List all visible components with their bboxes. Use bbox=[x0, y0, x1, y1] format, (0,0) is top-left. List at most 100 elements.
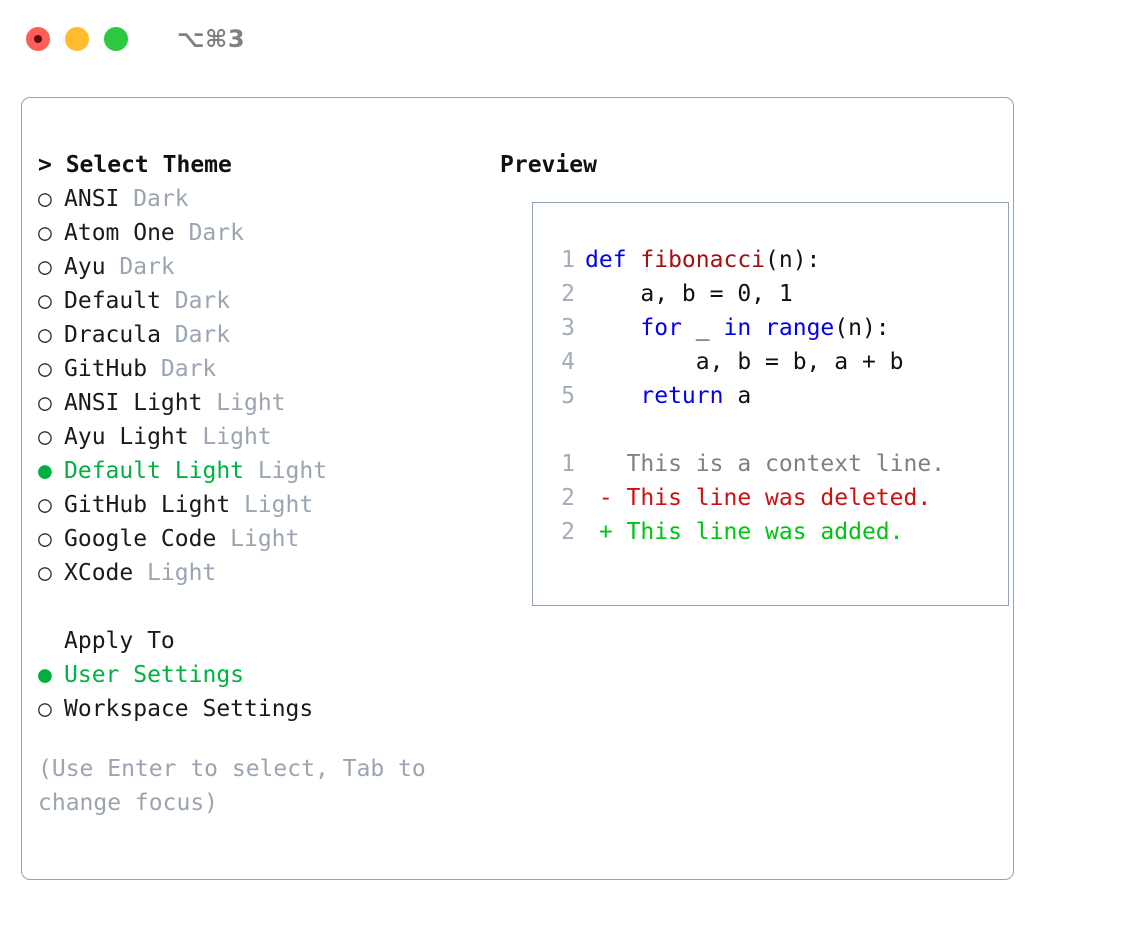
theme-name-label: Default Light bbox=[64, 458, 245, 484]
code-line-text: - This line was deleted. bbox=[585, 481, 931, 515]
maximize-button[interactable] bbox=[104, 27, 128, 51]
code-line: 4 a, b = b, a + b bbox=[547, 345, 945, 379]
theme-name-label: Ayu bbox=[64, 254, 106, 280]
radio-unselected-icon[interactable]: ○ bbox=[38, 696, 52, 722]
apply-to-item[interactable]: ● User Settings bbox=[38, 658, 478, 692]
theme-name-label: Atom One bbox=[64, 220, 175, 246]
radio-selected-icon[interactable]: ● bbox=[38, 458, 52, 484]
apply-to-label: User Settings bbox=[64, 662, 245, 688]
theme-name-label: GitHub Light bbox=[64, 492, 231, 518]
theme-list-item[interactable]: ○ ANSI Light Light bbox=[38, 386, 478, 420]
code-line-text: def fibonacci(n): bbox=[585, 243, 820, 277]
code-token-plain: _ bbox=[681, 315, 724, 341]
keyboard-shortcut-label: ⌥⌘3 bbox=[177, 25, 246, 53]
hint-spacer bbox=[38, 726, 478, 752]
preview-header: Preview bbox=[500, 152, 597, 178]
code-token-kw: for bbox=[640, 315, 682, 341]
code-line: 2 + This line was added. bbox=[547, 515, 945, 549]
line-number: 2 bbox=[561, 485, 575, 511]
line-number: 5 bbox=[561, 383, 575, 409]
theme-variant-label: Light bbox=[216, 390, 286, 416]
window-controls bbox=[26, 27, 128, 51]
code-token-plain bbox=[585, 315, 640, 341]
code-token-del: - This line was deleted. bbox=[585, 485, 932, 511]
code-token-ctx: This is a context line. bbox=[585, 451, 946, 477]
theme-name-label: ANSI Light bbox=[64, 390, 203, 416]
line-number: 1 bbox=[561, 451, 575, 477]
theme-variant-label: Light bbox=[257, 458, 328, 484]
code-token-plain bbox=[585, 383, 640, 409]
radio-unselected-icon[interactable]: ○ bbox=[38, 220, 52, 246]
radio-unselected-icon[interactable]: ○ bbox=[38, 288, 52, 314]
theme-name-label: Ayu Light bbox=[64, 424, 189, 450]
code-line-text: a, b = 0, 1 bbox=[585, 277, 793, 311]
radio-unselected-icon[interactable]: ○ bbox=[38, 254, 52, 280]
theme-name-label: ANSI bbox=[64, 186, 120, 212]
code-token-plain bbox=[585, 417, 599, 443]
radio-unselected-icon[interactable]: ○ bbox=[38, 322, 52, 348]
theme-list-item[interactable]: ○ ANSI Dark bbox=[38, 182, 478, 216]
theme-list-item[interactable]: ○ Atom One Dark bbox=[38, 216, 478, 250]
line-number: 2 bbox=[561, 281, 575, 307]
code-token-plain: a, b = 0, 1 bbox=[585, 281, 793, 307]
code-line-text: return a bbox=[585, 379, 751, 413]
theme-name-label: XCode bbox=[64, 560, 134, 586]
select-theme-header: > Select Theme bbox=[38, 152, 232, 178]
theme-variant-label: Dark bbox=[174, 288, 231, 314]
code-token-fn: fibonacci bbox=[640, 247, 766, 273]
code-line: 2 - This line was deleted. bbox=[547, 481, 945, 515]
code-line-text bbox=[585, 413, 599, 447]
apply-to-label: Workspace Settings bbox=[64, 696, 314, 722]
minimize-button[interactable] bbox=[65, 27, 89, 51]
radio-unselected-icon[interactable]: ○ bbox=[38, 186, 52, 212]
line-number: 2 bbox=[561, 519, 575, 545]
radio-unselected-icon[interactable]: ○ bbox=[38, 492, 52, 518]
theme-list-item[interactable]: ○ Ayu Light Light bbox=[38, 420, 478, 454]
code-line: 2 a, b = 0, 1 bbox=[547, 277, 945, 311]
line-number: 4 bbox=[561, 349, 575, 375]
apply-to-header: Apply To bbox=[64, 628, 175, 654]
theme-variant-label: Dark bbox=[119, 254, 175, 280]
theme-variant-label: Dark bbox=[188, 220, 244, 246]
code-token-kw: def bbox=[585, 247, 641, 273]
window-titlebar: ⌥⌘3 bbox=[0, 0, 1140, 78]
close-button[interactable] bbox=[26, 27, 50, 51]
code-token-plain: (n): bbox=[834, 315, 890, 341]
theme-list-item[interactable]: ● Default Light Light bbox=[38, 454, 478, 488]
apply-to-list[interactable]: ● User Settings ○ Workspace Settings bbox=[38, 658, 478, 726]
code-line: 5 return a bbox=[547, 379, 945, 413]
theme-list-item[interactable]: ○ Ayu Dark bbox=[38, 250, 478, 284]
theme-variant-label: Dark bbox=[174, 322, 231, 348]
code-token-kw: in range bbox=[723, 315, 835, 341]
radio-unselected-icon[interactable]: ○ bbox=[38, 356, 52, 382]
radio-unselected-icon[interactable]: ○ bbox=[38, 526, 52, 552]
code-line-text: + This line was added. bbox=[585, 515, 904, 549]
code-line-text: for _ in range(n): bbox=[585, 311, 890, 345]
radio-unselected-icon[interactable]: ○ bbox=[38, 560, 52, 586]
code-token-plain: (n): bbox=[765, 247, 821, 273]
code-line: 1 This is a context line. bbox=[547, 447, 945, 481]
radio-unselected-icon[interactable]: ○ bbox=[38, 424, 52, 450]
theme-variant-label: Light bbox=[202, 424, 272, 450]
apply-to-item[interactable]: ○ Workspace Settings bbox=[38, 692, 478, 726]
theme-name-label: GitHub bbox=[64, 356, 148, 382]
theme-variant-label: Dark bbox=[133, 186, 189, 212]
radio-selected-icon[interactable]: ● bbox=[38, 662, 52, 688]
radio-unselected-icon[interactable]: ○ bbox=[38, 390, 52, 416]
theme-variant-label: Light bbox=[230, 526, 300, 552]
code-line-text: a, b = b, a + b bbox=[585, 345, 904, 379]
